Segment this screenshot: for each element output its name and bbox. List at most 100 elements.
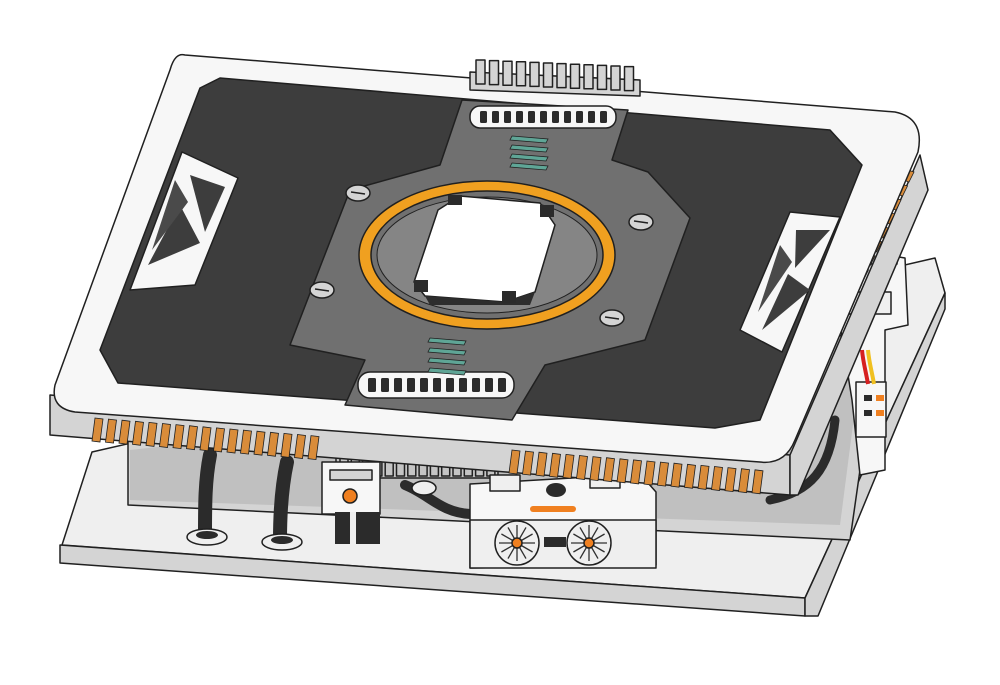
comb-fin — [610, 65, 621, 91]
vent-slot — [540, 111, 547, 123]
thermal-pad — [91, 417, 104, 443]
thermal-pad — [711, 466, 723, 491]
socket-clip — [414, 280, 428, 292]
hose-left-1 — [186, 448, 228, 546]
center-plate — [289, 99, 691, 421]
vent-slot — [576, 111, 583, 123]
thermal-pad — [294, 434, 306, 459]
vent-slot — [588, 111, 595, 123]
comb-fin — [529, 61, 540, 88]
thermal-pad — [724, 467, 737, 493]
comb-fin — [556, 62, 567, 89]
vent-slot — [480, 111, 487, 123]
thermal-pad — [307, 435, 320, 461]
thermal-pad — [616, 458, 629, 484]
thermal-pad — [697, 464, 710, 490]
thermal-pad — [630, 459, 642, 485]
thermal-pad — [159, 423, 171, 448]
vent-slot — [368, 378, 376, 392]
thermal-pad — [535, 451, 548, 477]
screw-slot — [633, 220, 649, 224]
mount-block — [321, 461, 381, 544]
thermal-pad — [267, 431, 279, 457]
connector-pin — [864, 395, 872, 401]
thermal-pad — [657, 461, 669, 487]
thermal-pad — [684, 463, 696, 489]
vent-right — [739, 211, 841, 353]
hose-right — [765, 415, 840, 505]
vent-slot — [472, 378, 480, 392]
comb-fin — [542, 62, 554, 88]
thermal-pad — [145, 421, 158, 447]
comb-fin — [596, 64, 608, 91]
teal-clip — [427, 367, 467, 376]
vent-slot — [552, 111, 559, 123]
screw-slot — [314, 288, 330, 292]
teal-clip — [509, 144, 549, 153]
thermal-pad — [738, 468, 750, 494]
wire-red — [860, 349, 870, 385]
teal-clip — [509, 153, 549, 162]
comb-fin — [488, 59, 500, 86]
teal-clip — [509, 135, 549, 144]
vent-slot — [485, 378, 493, 392]
vent-slot — [516, 111, 523, 123]
vent-slot — [446, 378, 454, 392]
vent-slot — [407, 378, 415, 392]
thermal-pad — [549, 452, 561, 478]
vent-left — [129, 151, 239, 291]
mount-screw — [342, 488, 358, 504]
pump-wheel-left — [494, 520, 540, 566]
thermal-pad — [751, 469, 764, 495]
thermal-pad — [240, 429, 252, 455]
connector-pin — [876, 395, 884, 401]
vent-slot — [498, 378, 506, 392]
mounting-screws — [309, 184, 654, 327]
vent-slot — [381, 378, 389, 392]
thermal-pad — [118, 419, 131, 445]
comb-fin — [569, 63, 581, 89]
comb-fin — [623, 65, 635, 92]
comb-fin — [475, 59, 486, 85]
thermal-pad — [186, 425, 198, 451]
thermal-pad — [172, 424, 185, 450]
connector-housing — [855, 381, 887, 438]
slot-bar-top — [469, 105, 617, 129]
pump-wheel-right — [566, 520, 612, 566]
thermal-pad — [132, 420, 144, 446]
teal-clip — [509, 162, 549, 171]
pump-housing — [469, 471, 657, 569]
vent-slot — [492, 111, 499, 123]
thermal-pad — [643, 460, 656, 486]
screw-slot — [350, 191, 366, 195]
thermal-pad — [589, 456, 602, 482]
vent-slot — [504, 111, 511, 123]
hose-clamp — [411, 480, 437, 496]
socket-clip — [448, 195, 462, 205]
teal-clips-bottom — [427, 337, 467, 376]
thermal-pad — [226, 428, 239, 454]
comb-fin — [502, 60, 513, 86]
teal-clip — [427, 337, 467, 346]
vent-slot — [528, 111, 535, 123]
teal-clip — [427, 347, 467, 356]
thermal-pad — [280, 432, 293, 458]
teal-clips-top — [509, 135, 549, 171]
hose-left-2 — [261, 455, 303, 551]
thermal-pad — [576, 455, 588, 480]
teal-clip — [427, 357, 467, 366]
top-fin-comb — [469, 59, 641, 97]
vent-slot — [394, 378, 402, 392]
thermal-pad — [670, 462, 683, 488]
comb-fin — [515, 61, 527, 87]
thermal-pad — [253, 430, 266, 456]
vent-slot — [459, 378, 467, 392]
thermal-pads-front-right — [508, 449, 764, 495]
thermal-pad — [213, 427, 225, 453]
vent-slot — [600, 111, 607, 123]
socket-clip — [540, 205, 554, 217]
thermal-pad — [508, 449, 521, 475]
socket-clip — [502, 291, 516, 303]
